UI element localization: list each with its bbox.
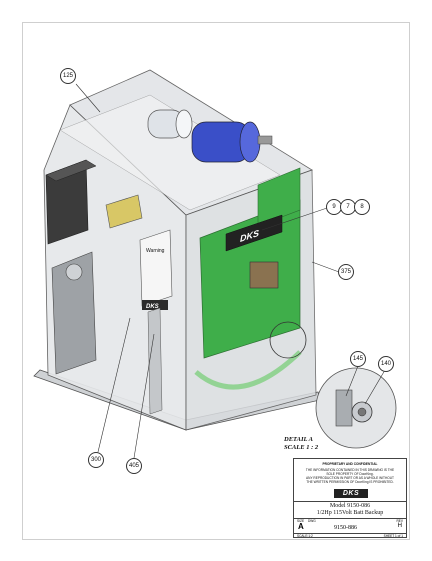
motor-end [239, 121, 261, 163]
leader-145 [345, 365, 359, 397]
warning-label: Warning [146, 248, 165, 254]
tb-dwg-number: 9150-886 [334, 525, 357, 531]
leader-125 [75, 83, 101, 113]
callout-300: 300 [88, 452, 104, 468]
drive-belt [194, 350, 302, 390]
tb-heading: PROPRIETARY AND CONFIDENTIAL [322, 462, 378, 466]
tb-size-value: A [298, 522, 304, 531]
motor-shaft [257, 135, 273, 145]
tb-rev-value: H [397, 523, 402, 529]
detail-label: DETAIL A SCALE 1 : 2 [284, 436, 318, 452]
tb-notice-2: SOLE PROPERTY OF DoorKing. [326, 472, 374, 476]
tb-description: 1/2Hp 115Volt Batt Backup [316, 510, 384, 516]
left-pulley [65, 263, 83, 281]
tb-sheet: SHEET 1 of 1 [383, 534, 403, 538]
dks-sticker [142, 300, 168, 310]
logo-plate [225, 214, 283, 252]
capacitor-end [175, 109, 193, 139]
warning-card [139, 229, 173, 307]
detail-title: DETAIL A [284, 436, 313, 443]
callout-125: 125 [60, 68, 76, 84]
detail-key-core [357, 407, 367, 417]
tb-scale: SCALE:1:2 [297, 534, 313, 538]
transformer [105, 194, 143, 229]
mounting-strap [147, 307, 163, 415]
battery-top [45, 159, 97, 182]
callout-145: 145 [350, 351, 366, 367]
detail-scale: SCALE 1 : 2 [284, 444, 319, 451]
tb-size-label: SIZE [297, 519, 305, 523]
upper-board [257, 167, 301, 227]
callout-8: 8 [354, 199, 370, 215]
leader-978 [261, 206, 331, 231]
callout-140: 140 [378, 356, 394, 372]
board-transformer [249, 261, 279, 289]
detail-a-marker [269, 321, 307, 359]
left-bracket [51, 251, 97, 375]
tb-dwg-label: DWG [308, 519, 316, 523]
leader-140 [364, 369, 386, 405]
tb-rev-label: REV [396, 519, 403, 523]
title-block: PROPRIETARY AND CONFIDENTIAL THE INFORMA… [293, 458, 407, 538]
callout-375: 375 [338, 264, 354, 280]
tb-notice-1: THE INFORMATION CONTAINED IN THIS DRAWIN… [305, 468, 395, 472]
detail-switch-body [335, 389, 353, 427]
leader-375 [311, 261, 340, 273]
inner-back-panel [59, 94, 281, 211]
tb-model: Model 9150-086 [329, 503, 371, 509]
dks-sticker-text: DKS [146, 304, 159, 310]
tb-logo: DKS [334, 489, 368, 498]
callout-405: 405 [126, 458, 142, 474]
leader-300 [97, 317, 131, 453]
tb-notice-4: THE WRITTEN PERMISSION OF DoorKing IS PR… [306, 480, 394, 484]
leader-405 [133, 333, 155, 459]
tb-notice-3: ANY REPRODUCTION IN PART OR AS A WHOLE W… [306, 476, 394, 480]
